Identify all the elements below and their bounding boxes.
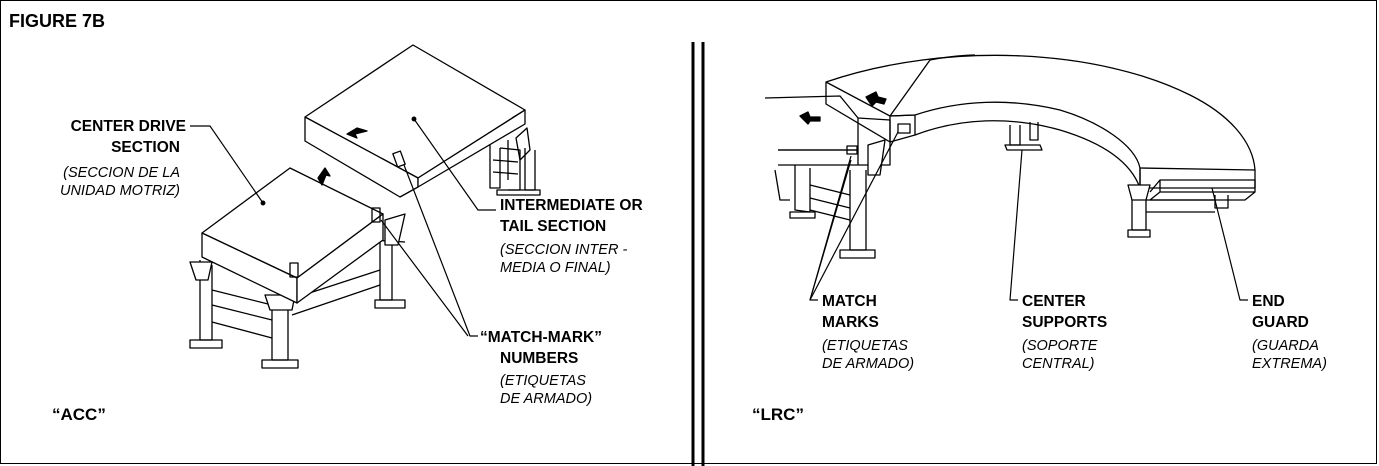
match-mark-numbers-label: “MATCH-MARK” [480, 329, 602, 346]
lrc-match-marks-spanish-line2: DE ARMADO) [822, 356, 915, 372]
lrc-tag: “LRC” [752, 405, 804, 424]
center-supports-label: CENTER [1022, 293, 1086, 310]
center-drive-label: CENTER DRIVE [70, 118, 186, 135]
intermediate-spanish-line2: MEDIA O FINAL) [500, 260, 611, 276]
lrc-leader-lines [809, 131, 1248, 301]
intermediate-section-illustration [304, 44, 541, 198]
acc-tag: “ACC” [52, 405, 106, 424]
end-guard-label: END [1252, 293, 1285, 310]
panel-divider [691, 42, 705, 466]
center-supports-spanish-line2: CENTRAL) [1022, 356, 1095, 372]
match-mark-numbers-spanish: (ETIQUETAS [500, 373, 586, 389]
lrc-match-marks-label: MATCH [822, 293, 877, 310]
match-mark-numbers-label-line2: NUMBERS [500, 350, 579, 367]
figure-title: FIGURE 7B [9, 11, 106, 31]
center-drive-section-illustration [189, 167, 406, 369]
center-drive-spanish-line2: UNIDAD MOTRIZ) [59, 183, 180, 199]
center-drive-label-line2: SECTION [111, 139, 180, 156]
end-guard-spanish: (GUARDA [1252, 338, 1319, 354]
match-mark-numbers-spanish-line2: DE ARMADO) [500, 391, 593, 407]
intermediate-label: INTERMEDIATE OR [500, 197, 643, 214]
lrc-curved-section-illustration [825, 54, 1256, 238]
end-guard-label-line2: GUARD [1252, 314, 1309, 331]
end-guard-spanish-line2: EXTREMA) [1252, 356, 1327, 372]
lrc-match-marks-spanish: (ETIQUETAS [822, 338, 908, 354]
center-drive-spanish: (SECCION DE LA [63, 165, 180, 181]
center-supports-label-line2: SUPPORTS [1022, 314, 1108, 331]
acc-leader-lines [190, 118, 496, 337]
center-supports-spanish: (SOPORTE [1022, 338, 1098, 354]
lrc-straight-section-illustration [764, 95, 891, 259]
intermediate-label-line2: TAIL SECTION [500, 218, 607, 235]
lrc-match-marks-label-line2: MARKS [822, 314, 879, 331]
intermediate-spanish: (SECCION INTER - [500, 242, 628, 258]
